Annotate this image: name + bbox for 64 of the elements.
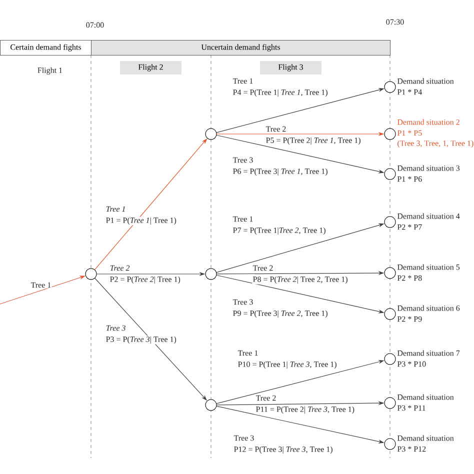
state-circle (384, 81, 396, 93)
situation-label: Demand situation 3 (397, 165, 460, 171)
situation-label: P1 * P6 (397, 176, 422, 182)
situation-label: Demand situation (397, 394, 454, 400)
edge-label: Tree 3 (233, 434, 255, 442)
state-circle (384, 267, 396, 279)
header-bar: Certain demand fights (0, 40, 92, 56)
situation-label: Demand situation 4 (397, 213, 460, 219)
situation-label: P1 * P5 (397, 130, 422, 136)
situation-label: Demand situation 7 (397, 350, 460, 356)
state-circle (384, 438, 396, 450)
edge-label: Tree 2 (109, 264, 130, 272)
state-circle (205, 268, 217, 280)
edge-label: Tree 3 (105, 324, 126, 332)
probability-formula: P10 = P(Tree 1| Tree 3, Tree 1) (237, 360, 338, 370)
edge-label: Tree 1 (232, 78, 254, 84)
situation-label: P2 * P9 (397, 316, 422, 322)
edge-label: Tree 2 (255, 394, 277, 402)
probability-formula: P8 = P(Tree 2| Tree 2, Tree 1) (252, 276, 348, 284)
probability-formula: P7 = P(Tree 1|Tree 2, Tree 1) (232, 226, 326, 236)
situation-label: Demand situation (397, 78, 454, 84)
situation-label: Demand situation (397, 435, 454, 441)
probability-formula: P12 = P(Tree 3| Tree 3, Tree 1) (233, 446, 334, 454)
edge-label: Tree 1 (237, 350, 259, 356)
edge-label: Tree 1 (30, 282, 52, 288)
probability-formula: P6 = P(Tree 3| Tree 1, Tree 1) (232, 168, 328, 176)
situation-label: P1 * P4 (397, 89, 422, 95)
edge-label: Tree 2 (265, 126, 287, 132)
state-circle (384, 397, 396, 409)
flight-box: Flight 3 (260, 61, 322, 74)
probability-formula: P1 = P(Tree 1| Tree 1) (105, 216, 178, 226)
header-bar: Uncertain demand fights (91, 40, 390, 56)
probability-formula: P4 = P(Tree 1| Tree 1, Tree 1) (232, 88, 328, 98)
situation-label: P3 * P10 (397, 361, 426, 367)
edge-label: Tree 1 (232, 216, 254, 222)
edge-label: Tree 1 (105, 206, 126, 212)
situation-label: (Tree 3, Tree, 1, Tree 1) (398, 140, 474, 148)
state-circle (384, 168, 396, 180)
situation-label: P3 * P12 (397, 446, 426, 452)
state-circle (205, 128, 217, 140)
probability-formula: P11 = P(Tree 2| Tree 3, Tree 1) (255, 406, 356, 414)
situation-label: Demand situation 6 (397, 305, 460, 311)
situation-label: P2 * P7 (397, 224, 422, 230)
situation-label: P3 * P11 (397, 405, 426, 411)
state-circle (384, 353, 396, 365)
edge-label: Tree 2 (252, 264, 274, 272)
state-circle (205, 399, 217, 411)
time-label: 07:00 (85, 22, 105, 28)
probability-formula: P9 = P(Tree 3| Tree 2, Tree 1) (232, 310, 328, 318)
state-circle (384, 128, 396, 140)
state-circle (85, 268, 97, 280)
probability-formula: P5 = P(Tree 2| Tree 1, Tree 1) (265, 136, 362, 146)
flight-box: Flight 2 (120, 61, 182, 74)
situation-label: Demand situation 2 (397, 119, 460, 125)
situation-label: Demand situation 5 (397, 264, 460, 270)
time-label: 07:30 (385, 18, 405, 26)
state-circle (384, 216, 396, 228)
flight-label: Flight 1 (36, 66, 64, 76)
situation-label: P2 * P8 (397, 275, 422, 281)
edge-label: Tree 3 (232, 298, 254, 306)
edge-label: Tree 3 (232, 156, 254, 164)
probability-formula: P3 = P(Tree 3| Tree 1) (105, 336, 178, 344)
state-circle (384, 308, 396, 320)
probability-formula: P2 = P(Tree 2| Tree 1) (109, 276, 182, 284)
